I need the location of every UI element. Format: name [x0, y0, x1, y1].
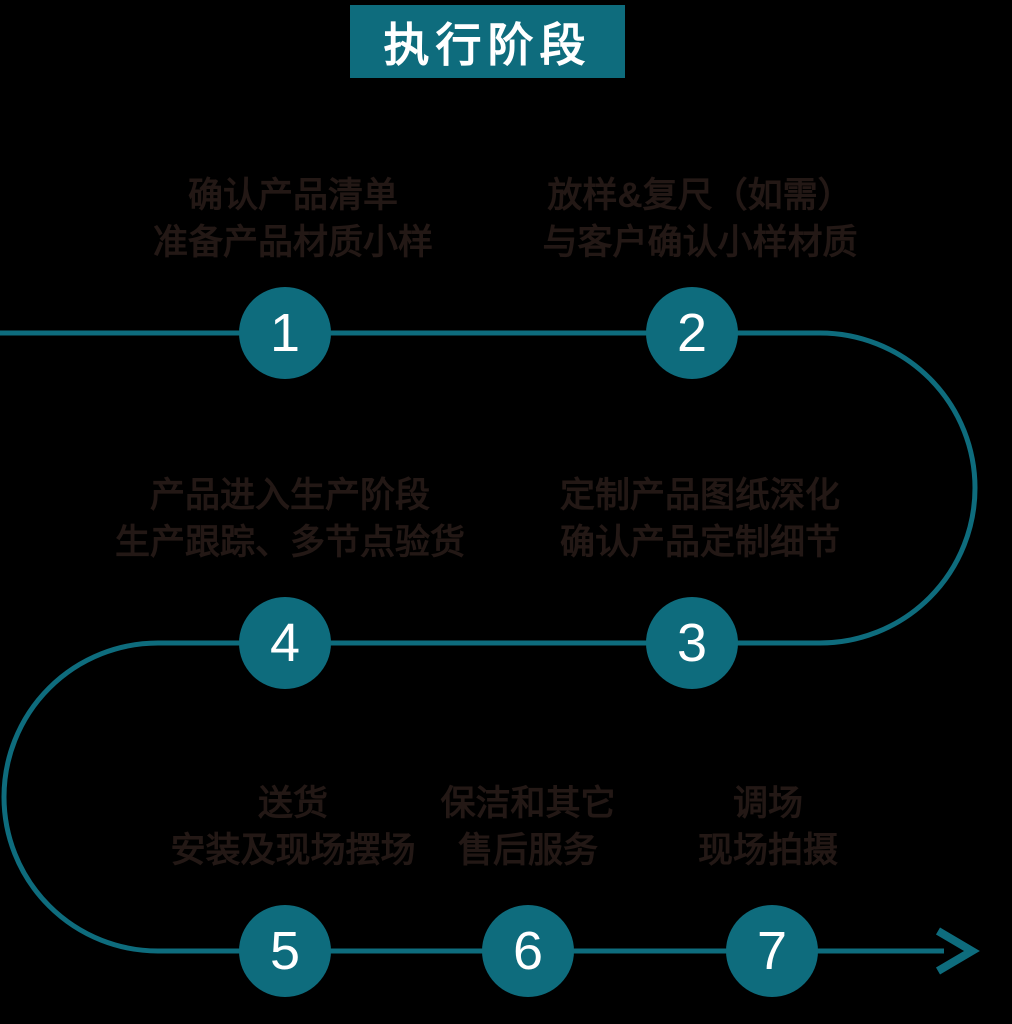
step-7-label-line1: 调场	[732, 784, 803, 823]
step-5-label: 送货 安装及现场摆场	[58, 780, 528, 874]
step-4-label-line2: 生产跟踪、多节点验货	[114, 523, 465, 562]
step-6-node: 6	[482, 905, 574, 997]
step-3-node: 3	[646, 597, 738, 689]
step-5-label-line1: 送货	[257, 784, 328, 823]
step-1-label-line1: 确认产品清单	[187, 176, 398, 215]
step-6-label: 保洁和其它 售后服务	[293, 780, 763, 874]
step-7-label-line2: 现场拍摄	[697, 831, 838, 870]
step-4-label: 产品进入生产阶段 生产跟踪、多节点验货	[55, 472, 525, 566]
step-3-label-line2: 确认产品定制细节	[559, 523, 840, 562]
step-5-label-line2: 安装及现场摆场	[170, 831, 416, 870]
step-2-label-line2: 与客户确认小样材质	[542, 223, 858, 262]
step-7-node: 7	[726, 905, 818, 997]
step-4-label-line1: 产品进入生产阶段	[149, 476, 430, 515]
arrow-right-icon	[935, 927, 980, 975]
step-4-node: 4	[239, 597, 331, 689]
step-7-label: 调场 现场拍摄	[533, 780, 1003, 874]
step-3-label: 定制产品图纸深化 确认产品定制细节	[465, 472, 935, 566]
step-6-label-line2: 售后服务	[457, 831, 598, 870]
step-3-label-line1: 定制产品图纸深化	[559, 476, 840, 515]
flow-path	[0, 330, 978, 954]
step-2-node: 2	[646, 287, 738, 379]
diagram-title: 执行阶段	[350, 5, 625, 78]
step-6-label-line1: 保洁和其它	[440, 784, 616, 823]
step-1-label: 确认产品清单 准备产品材质小样	[58, 172, 528, 266]
step-5-node: 5	[239, 905, 331, 997]
step-2-label-line1: 放样&复尺（如需）	[547, 176, 853, 215]
step-2-label: 放样&复尺（如需） 与客户确认小样材质	[465, 172, 935, 266]
step-1-node: 1	[239, 287, 331, 379]
step-1-label-line2: 准备产品材质小样	[152, 223, 433, 262]
